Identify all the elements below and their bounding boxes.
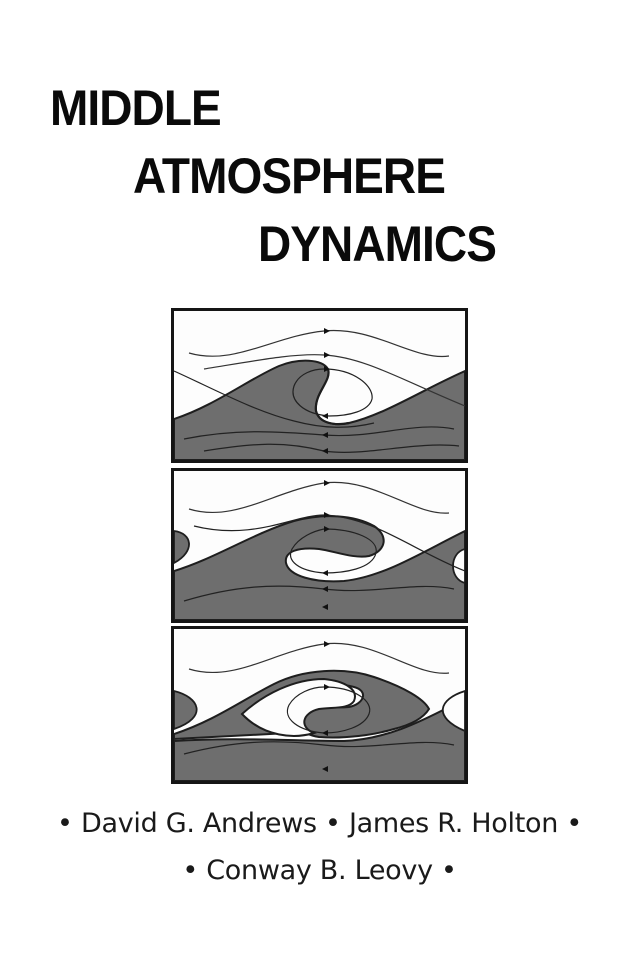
figure-panel-2 bbox=[171, 468, 468, 623]
figure-panel-3 bbox=[171, 626, 468, 784]
wave-panel-3-illustration bbox=[174, 641, 465, 781]
title-line-3: DYNAMICS bbox=[258, 216, 497, 272]
wave-panel-1-illustration bbox=[174, 328, 465, 460]
wave-panel-2-illustration bbox=[174, 480, 465, 620]
authors-line-1: • David G. Andrews • James R. Holton • bbox=[57, 808, 582, 839]
figure-panel-1 bbox=[171, 308, 468, 463]
title-line-2: ATMOSPHERE bbox=[133, 148, 446, 204]
authors-line-2: • Conway B. Leovy • bbox=[182, 855, 457, 886]
title-line-1: MIDDLE bbox=[50, 80, 222, 136]
wave-breaking-figure bbox=[171, 308, 468, 784]
